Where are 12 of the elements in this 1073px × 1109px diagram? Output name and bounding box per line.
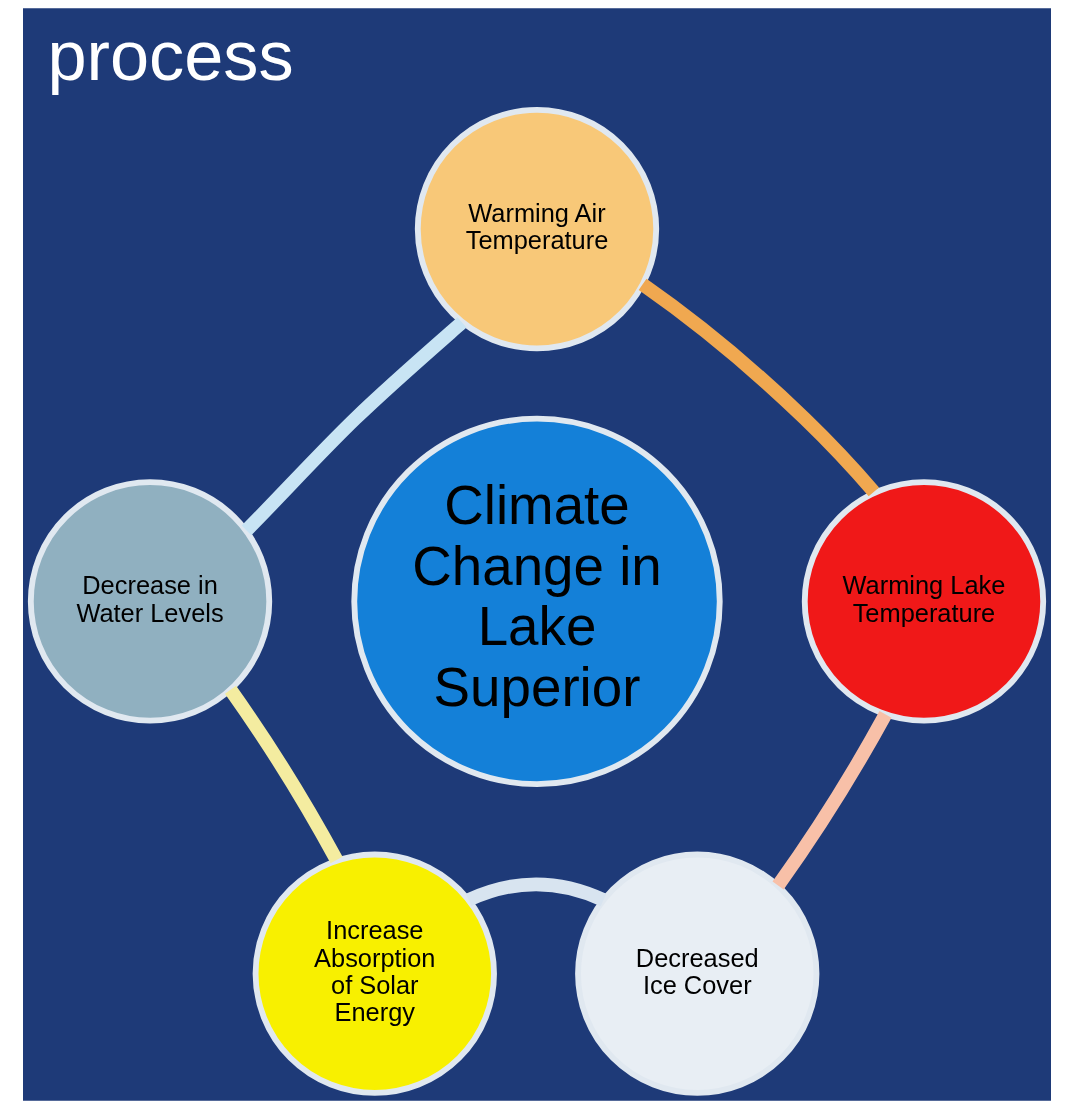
connector <box>241 317 466 536</box>
node-circle: Increase Absorption of Solar Energy <box>252 851 497 1096</box>
node-circle: Decrease in Water Levels <box>27 479 272 724</box>
node-circle: Decreased Ice Cover <box>574 851 819 1096</box>
connector <box>224 685 343 864</box>
diagram-title: process <box>46 16 294 96</box>
node-circle: Warming Air Temperature <box>414 106 659 352</box>
node-circle: Warming Lake Temperature <box>801 479 1046 724</box>
connector <box>465 877 606 907</box>
connector <box>638 278 879 497</box>
node-circle: Climate Change in Lake Superior <box>350 415 723 788</box>
connector <box>772 711 891 890</box>
